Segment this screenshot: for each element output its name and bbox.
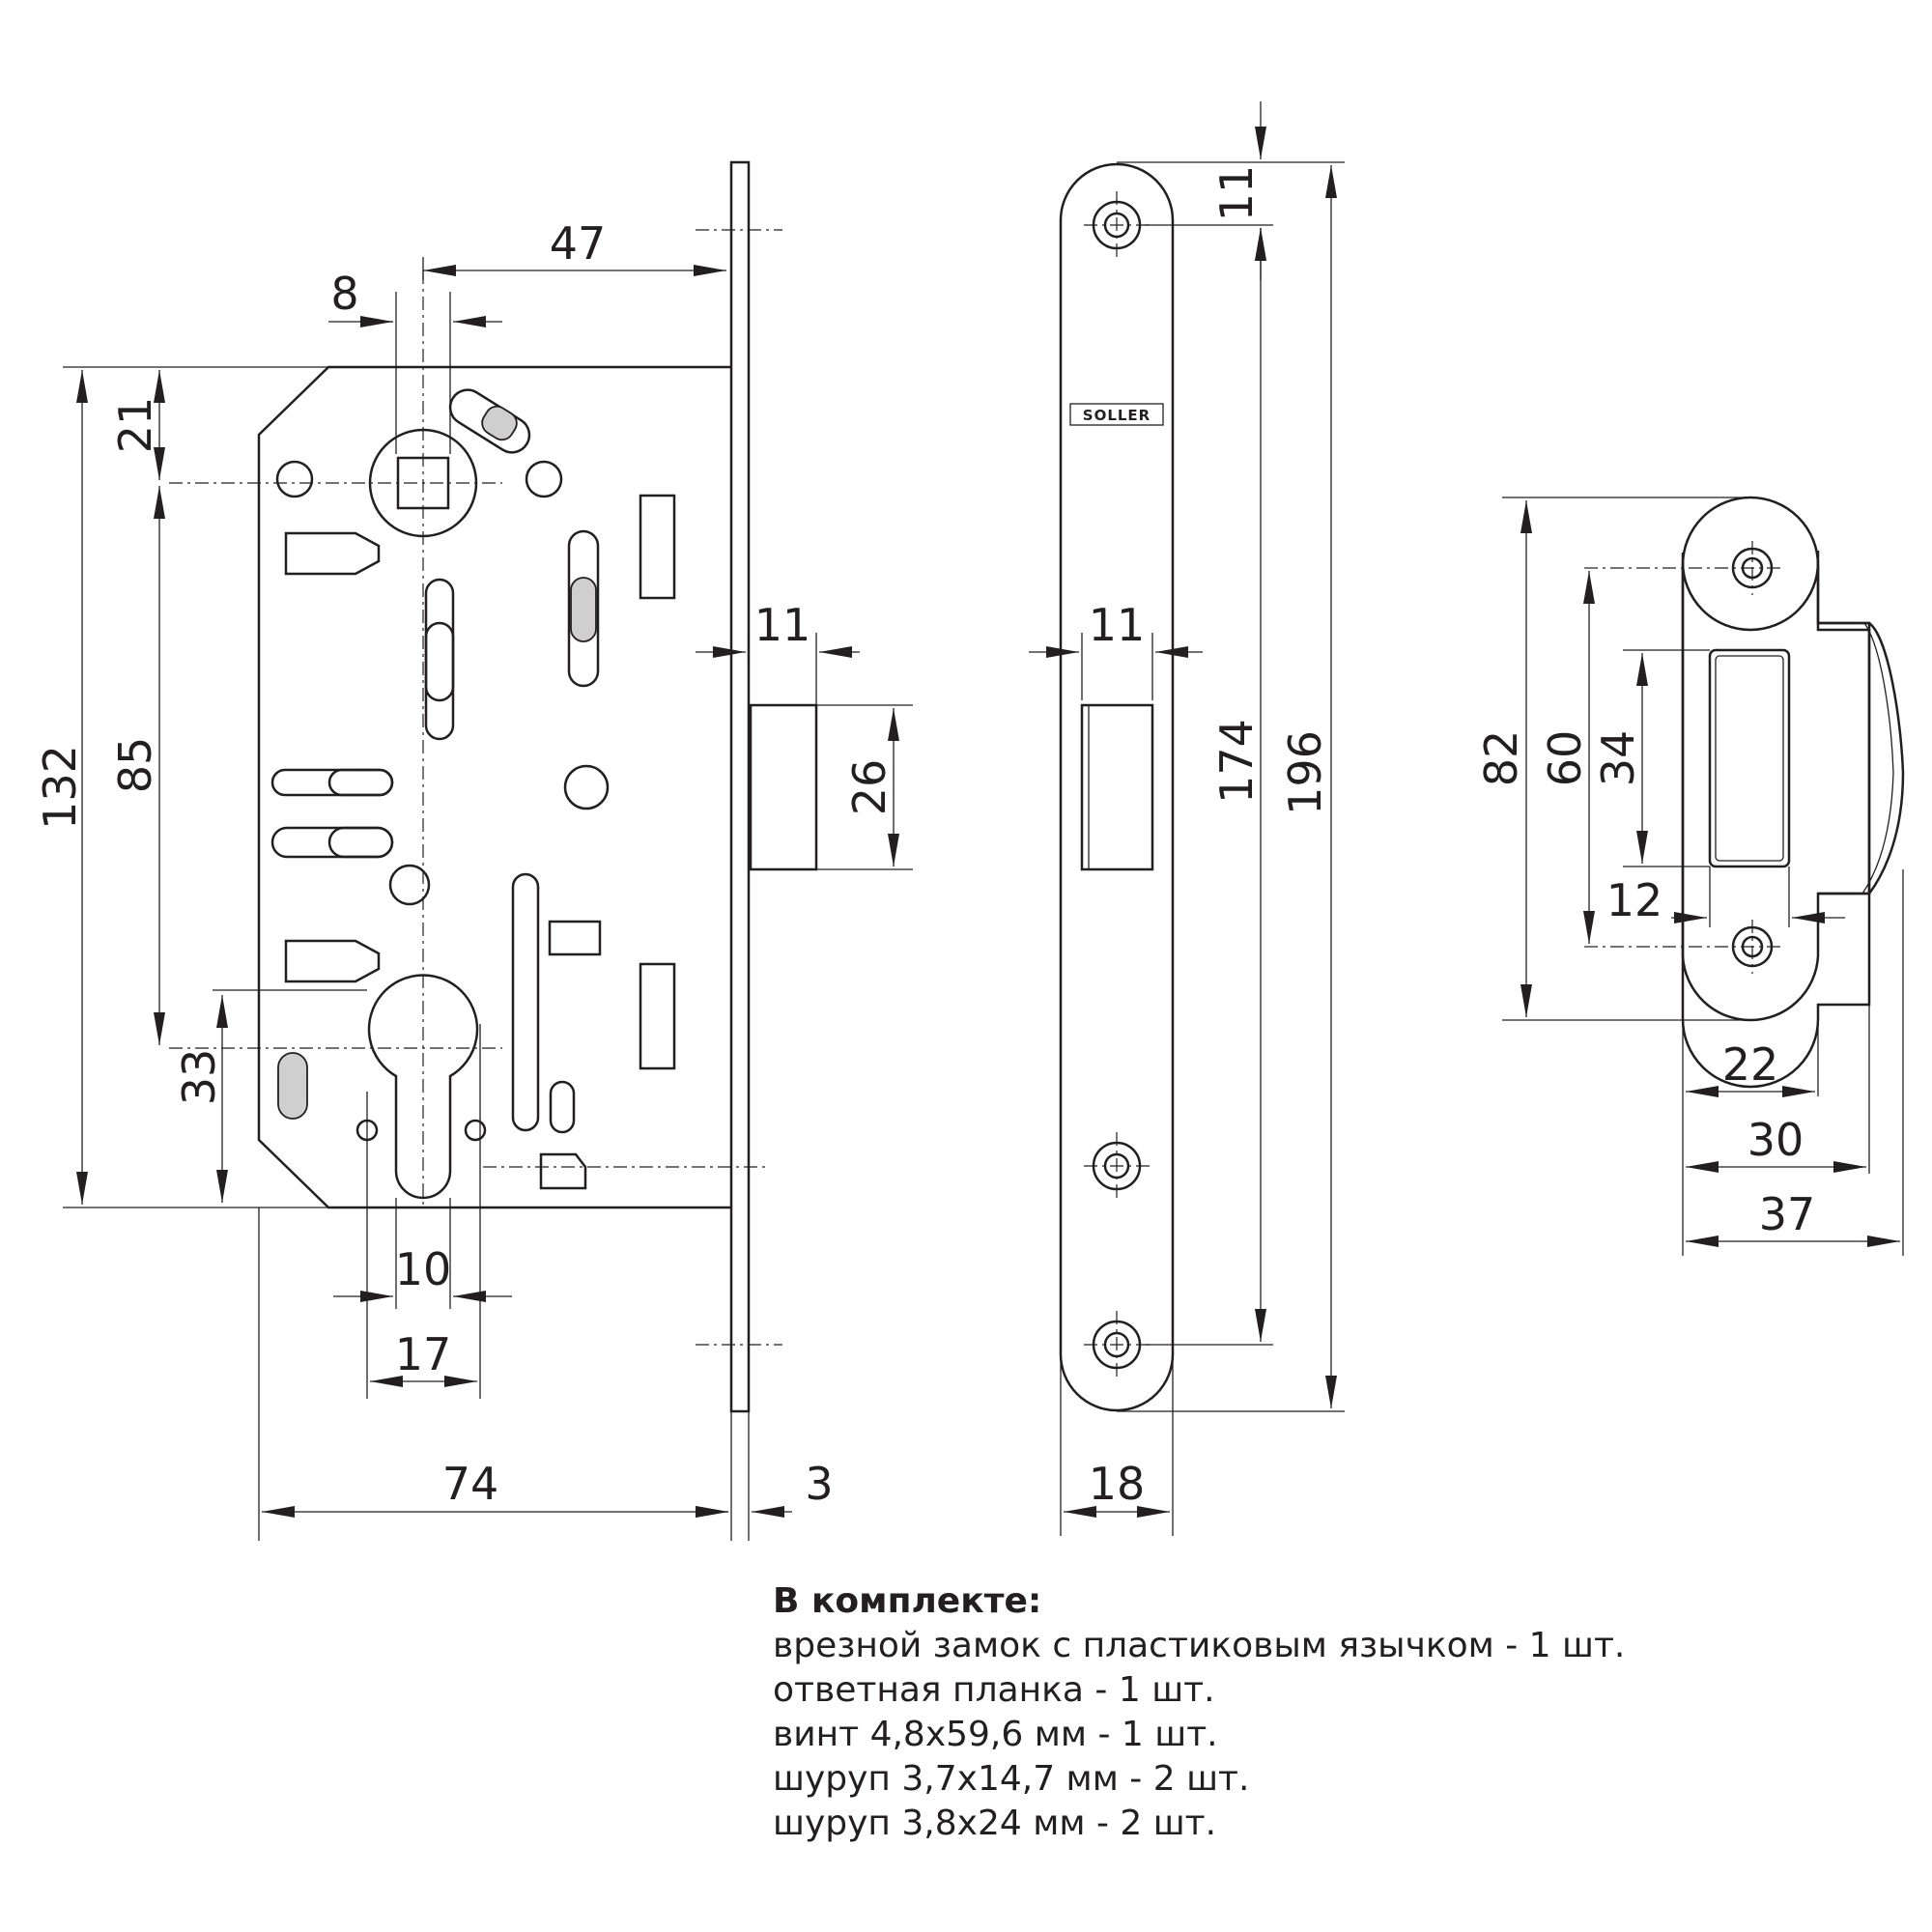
dim-latch-11: 11 xyxy=(754,599,811,651)
rect-cutout xyxy=(639,962,676,1070)
slot xyxy=(511,872,540,1132)
rect-cutout xyxy=(548,920,602,956)
slot xyxy=(567,529,600,688)
extension-lines xyxy=(1060,161,1345,1536)
dim-47: 47 xyxy=(550,217,607,270)
slot-pin xyxy=(481,405,518,441)
rect-cutout xyxy=(639,494,676,600)
small-slot xyxy=(549,1080,576,1134)
strike-slot-inner xyxy=(1715,655,1784,862)
kit-item: шуруп 3,8х24 мм - 2 шт. xyxy=(773,1804,1217,1843)
dim-faceplate-11-latch: 11 xyxy=(1089,599,1146,651)
slot-pin xyxy=(570,577,597,642)
dim-26: 26 xyxy=(843,759,895,816)
hole xyxy=(388,864,431,906)
hole xyxy=(464,1119,487,1142)
dim-37: 37 xyxy=(1759,1188,1816,1240)
tab-shape xyxy=(284,531,381,576)
soller-logo: SOLLER xyxy=(1083,407,1151,424)
dim-174: 174 xyxy=(1210,719,1263,804)
spindle-hub xyxy=(368,428,478,538)
kit-item: шуруп 3,7х14,7 мм - 2 шт. xyxy=(773,1759,1250,1799)
logo-box xyxy=(1069,403,1164,426)
dim-10: 10 xyxy=(395,1243,452,1295)
h-slot xyxy=(327,768,394,797)
latch-bolt xyxy=(749,703,818,871)
screw-hole xyxy=(1084,1311,1150,1378)
strike-lip xyxy=(1818,621,1905,895)
cylinder-cutout xyxy=(367,974,479,1200)
extension-lines xyxy=(63,257,913,1541)
strike-lip-inner xyxy=(1861,622,1894,895)
strike-slot xyxy=(1708,648,1791,868)
dim-21: 21 xyxy=(109,397,161,454)
kit-item: винт 4,8х59,6 мм - 1 шт. xyxy=(773,1715,1218,1754)
tab-shape xyxy=(284,939,381,983)
tab-shape xyxy=(539,1152,587,1190)
screw-hole xyxy=(1084,191,1150,259)
lock-body-view: 47 8 132 21 85 33 10 17 74 3 11 26 xyxy=(34,160,913,1541)
cylinder-pin xyxy=(277,1052,308,1120)
hole xyxy=(275,460,314,498)
dim-30: 30 xyxy=(1747,1114,1804,1166)
spindle-square xyxy=(396,456,450,510)
dim-33: 33 xyxy=(173,1049,225,1106)
screw-hole xyxy=(1084,1132,1150,1200)
kit-contents: В комплекте: врезной замок с пластиковым… xyxy=(773,1579,1625,1846)
slot-inner xyxy=(424,621,455,702)
dim-196: 196 xyxy=(1279,730,1331,815)
dim-17: 17 xyxy=(395,1328,452,1380)
kit-item: врезной замок с пластиковым язычком - 1 … xyxy=(773,1626,1626,1665)
strike-plate-view: 82 60 34 12 22 30 37 xyxy=(1475,496,1905,1256)
dim-12: 12 xyxy=(1606,874,1663,926)
h-slot xyxy=(327,826,394,859)
slot xyxy=(424,578,455,741)
faceplate-outline xyxy=(1059,162,1175,1412)
faceplate-view: SOLLER 11 174 196 18 11 xyxy=(1029,101,1345,1536)
kit-title: В комплекте: xyxy=(773,1581,1042,1621)
dim-85: 85 xyxy=(109,737,161,794)
hole xyxy=(525,460,563,498)
dim-3: 3 xyxy=(805,1458,833,1510)
dim-60: 60 xyxy=(1539,730,1591,787)
dim-34: 34 xyxy=(1592,730,1644,787)
dim-faceplate-11-top: 11 xyxy=(1210,165,1263,222)
kit-item: ответная планка - 1 шт. xyxy=(773,1670,1215,1710)
hole xyxy=(563,764,610,810)
dim-22: 22 xyxy=(1722,1038,1779,1091)
dim-74: 74 xyxy=(442,1458,499,1510)
extension-lines xyxy=(1502,497,1904,1256)
dim-8: 8 xyxy=(330,268,358,320)
dim-132: 132 xyxy=(34,745,86,830)
screw-hole xyxy=(1584,541,1782,595)
latch-window xyxy=(1080,703,1154,871)
front-plate xyxy=(729,160,751,1413)
screw-hole xyxy=(1584,920,1782,974)
dim-18: 18 xyxy=(1089,1458,1146,1510)
dim-82: 82 xyxy=(1475,730,1527,787)
